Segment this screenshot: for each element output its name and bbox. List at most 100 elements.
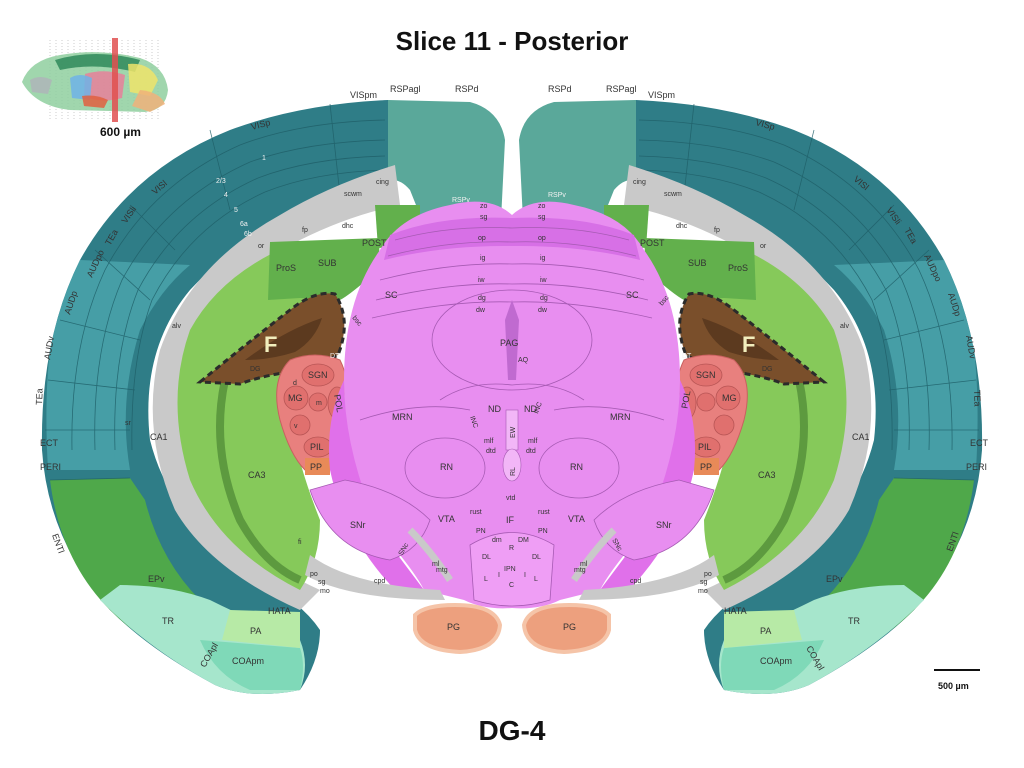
label-ig-left: ig — [480, 255, 486, 262]
slide-footer-label: DG-4 — [478, 715, 546, 746]
label-ew: EW — [510, 426, 517, 438]
label-layer5-left: 5 — [234, 207, 238, 214]
label-scwm-right: scwm — [664, 191, 682, 198]
label-mo-left: mo — [320, 588, 330, 595]
left-subiculum — [268, 238, 380, 300]
label-hata-left: HATA — [268, 606, 291, 616]
label-rn-left: RN — [440, 462, 453, 472]
label-sc-right: SC — [626, 290, 639, 300]
label-inc-left: INC — [468, 415, 479, 429]
label-ml-right: ml — [580, 561, 588, 568]
label-rspd-right: RSPd — [548, 84, 572, 94]
sagittal-inset — [22, 38, 168, 122]
label-layer23-left: 2/3 — [216, 178, 226, 185]
label-rust-left: rust — [470, 509, 482, 516]
label-pg-left: PG — [447, 622, 460, 632]
label-dg-left: DG — [250, 366, 261, 373]
label-rust-right: rust — [538, 509, 550, 516]
label-dm-left: dm — [492, 537, 502, 544]
label-inc-right: INC — [533, 401, 544, 415]
label-audv-right: AUDv — [964, 335, 978, 360]
label-sgn-left: SGN — [308, 370, 328, 380]
label-ig-right: ig — [540, 255, 546, 262]
label-pp-right: PP — [700, 462, 712, 472]
label-vtd: vtd — [506, 495, 515, 502]
label-c: C — [509, 582, 514, 589]
label-vta-right: VTA — [568, 514, 585, 524]
label-peri-left: PERI — [40, 462, 61, 472]
label-audv-left: AUDv — [42, 335, 56, 360]
right-hemisphere — [519, 100, 983, 694]
label-dtd-right: dtd — [526, 448, 536, 455]
label-vispm-left: VISpm — [350, 90, 377, 100]
label-fp-left: fp — [302, 227, 308, 234]
label-po-left: po — [310, 571, 318, 578]
label-post-right: POST — [640, 238, 665, 248]
label-zo-left: zo — [480, 203, 488, 210]
label-dg-sc-right: dg — [540, 295, 548, 302]
label-or-left: or — [258, 243, 265, 250]
label-rspv-left: RSPv — [452, 197, 470, 204]
label-pil-right: PIL — [698, 442, 712, 452]
label-coapm-left: COApm — [232, 656, 264, 666]
label-pil-left: PIL — [310, 442, 324, 452]
label-mlf-right: mlf — [528, 438, 537, 445]
label-ca3-right: CA3 — [758, 470, 776, 480]
slide-title: Slice 11 - Posterior — [395, 26, 629, 56]
label-po-right: po — [704, 571, 712, 578]
label-sub-left: SUB — [318, 258, 337, 268]
label-pol-left: POL — [332, 394, 345, 413]
label-tea-left: TEa — [34, 388, 45, 405]
label-post-left: POST — [362, 238, 387, 248]
label-visp-left: VISp — [250, 117, 271, 132]
label-cing-left: cing — [376, 179, 389, 186]
label-peri-right: PERI — [966, 462, 987, 472]
label-m-left: m — [316, 400, 322, 407]
label-dg-sc-left: dg — [478, 295, 486, 302]
label-sgn-right: SGN — [696, 370, 716, 380]
label-pros-right: ProS — [728, 263, 748, 273]
label-mrn-left: MRN — [392, 412, 413, 422]
label-d-left: d — [293, 380, 297, 387]
label-rspagl-left: RSPagl — [390, 84, 421, 94]
label-sc-left: SC — [385, 290, 398, 300]
label-iw-right: iw — [540, 277, 548, 284]
label-sr-left: sr — [125, 420, 132, 427]
left-hemisphere — [41, 100, 505, 694]
midbrain-tegmentum — [344, 201, 680, 609]
label-ca1-left: CA1 — [150, 432, 168, 442]
inset-scale-label: 600 µm — [100, 125, 141, 139]
label-dl-left: DL — [482, 554, 491, 561]
label-vispm-right: VISpm — [648, 90, 675, 100]
label-dt-right: DT — [682, 353, 692, 360]
label-sg-sc-left: sg — [480, 214, 488, 221]
label-hata-right: HATA — [724, 606, 747, 616]
label-cpd-left: cpd — [374, 578, 385, 585]
label-ca1-right: CA1 — [852, 432, 870, 442]
label-sg-left: sg — [318, 579, 326, 586]
label-v-left: v — [294, 423, 298, 430]
label-or-right: or — [760, 243, 767, 250]
label-dl-right: DL — [532, 554, 541, 561]
label-dw-right: dw — [538, 307, 548, 314]
midline-labels: zo sg op ig iw dg dw zo sg op ig iw dg d… — [447, 203, 576, 632]
label-ect-left: ECT — [40, 438, 59, 448]
label-nd-left: ND — [488, 404, 501, 414]
label-tr-left: TR — [162, 616, 174, 626]
label-layer6b-left: 6b — [244, 231, 252, 238]
label-dhc-left: dhc — [342, 223, 354, 230]
highlight-marker-left: F — [264, 332, 277, 357]
label-tea-right: TEa — [972, 390, 983, 407]
label-nd-right: ND — [524, 404, 537, 414]
label-pa-right: PA — [760, 626, 771, 636]
label-pn-right: PN — [538, 528, 548, 535]
label-vta-left: VTA — [438, 514, 455, 524]
label-ca3-left: CA3 — [248, 470, 266, 480]
label-sg-right: sg — [700, 579, 708, 586]
left-fiber-tracts — [152, 165, 400, 610]
label-sg-sc-right: sg — [538, 214, 546, 221]
label-visp-right: VISp — [754, 117, 775, 132]
label-alv-right: alv — [840, 323, 849, 330]
label-dhc-right: dhc — [676, 223, 688, 230]
